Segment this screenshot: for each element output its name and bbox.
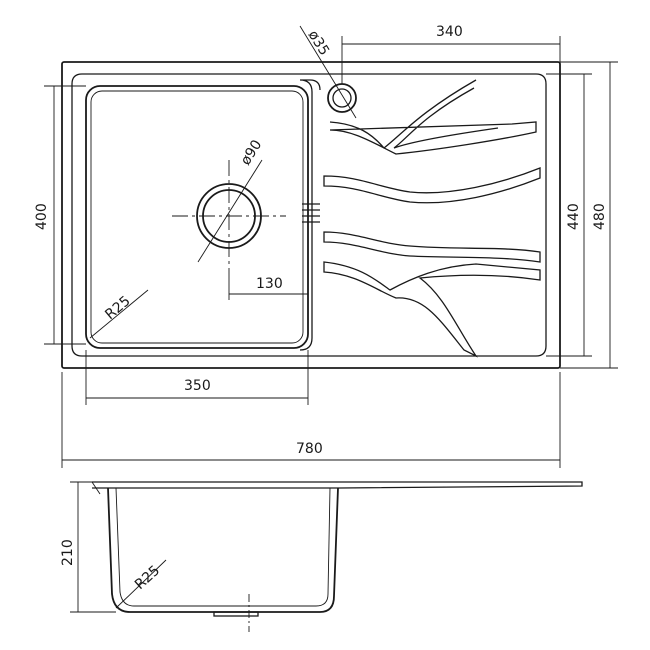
dim-drainboard-width-label: 340 — [436, 24, 463, 40]
dimension-bowl-width: 350 — [85, 350, 309, 405]
drainboard-groove — [323, 231, 541, 263]
dimension-depth: 210 — [60, 481, 116, 613]
dimension-overall-height: 480 — [560, 61, 618, 369]
side-deck-profile — [92, 481, 583, 489]
drainboard-groove — [323, 261, 541, 358]
bowl-inner-outline — [90, 90, 304, 344]
side-bowl-outline — [107, 487, 339, 613]
dim-drainboard-height-label: 440 — [566, 203, 582, 230]
dimension-drainboard-height: 440 — [546, 73, 592, 357]
dim-overall-width-label: 780 — [296, 441, 323, 457]
drainboard-divider — [299, 79, 321, 351]
drainboard — [299, 79, 541, 358]
drainboard-groove — [329, 79, 537, 155]
dim-overall-height-label: 480 — [592, 203, 608, 230]
dimension-drainboard-width: 340 — [341, 24, 561, 84]
overflow-slots — [302, 203, 320, 223]
side-bowl-inner-outline — [115, 487, 331, 607]
side-drain-stub — [213, 611, 259, 617]
sink-top-view: 780 350 340 400 440 — [34, 24, 618, 468]
drainboard-groove — [323, 167, 541, 204]
dim-bowl-height-label: 400 — [34, 203, 50, 230]
drain — [172, 160, 286, 274]
dim-drain-offset-label: 130 — [256, 276, 283, 292]
dimension-overall-width: 780 — [61, 372, 561, 468]
dimension-drain-offset: 130 — [228, 274, 308, 300]
sink-deck-edge — [71, 73, 547, 357]
dimension-bowl-corner-radius: R25 — [89, 289, 149, 339]
dim-depth-label: 210 — [60, 539, 76, 566]
sink-side-view: 210 R25 — [60, 481, 583, 632]
side-rim-edge — [91, 481, 101, 495]
dimension-side-corner-radius: R25 — [115, 559, 167, 609]
tap-hole-inner — [332, 88, 352, 108]
tap-hole-outer — [327, 83, 357, 113]
dim-tap-hole-diameter-label: ø35 — [305, 28, 333, 59]
dim-bowl-width-label: 350 — [184, 378, 211, 394]
dim-drain-diameter-label: ø90 — [238, 137, 266, 168]
dim-bowl-corner-radius-label: R25 — [102, 293, 133, 323]
sink-outer-rim — [61, 61, 561, 369]
dimension-bowl-height: 400 — [34, 85, 86, 345]
bowl-outline — [85, 85, 309, 349]
